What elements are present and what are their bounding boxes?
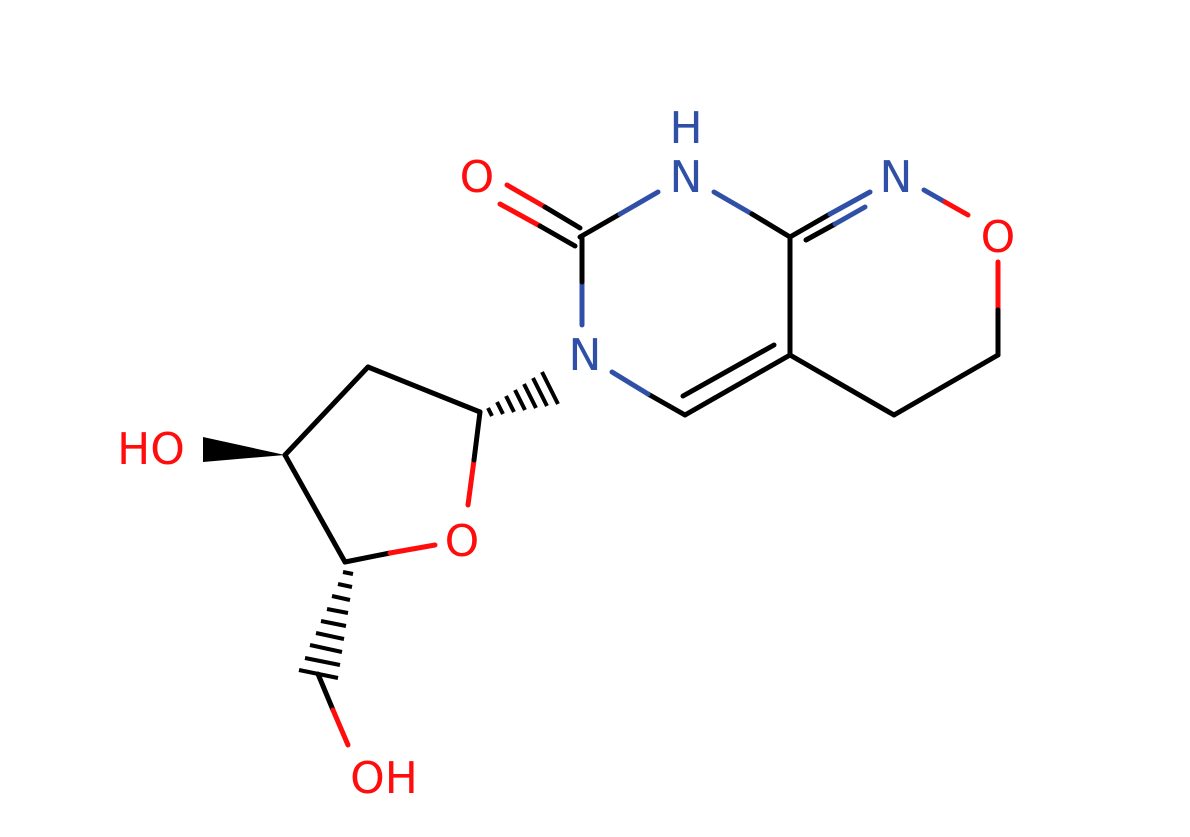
bond-carbonyl-inner: [497, 201, 543, 229]
bond-ch2-c4a: [787, 352, 897, 418]
bond-c3p-oh-wedge: [203, 437, 285, 462]
bond-c5-n3-n: [609, 369, 651, 397]
bond-c4a-c5-outer: [682, 352, 793, 418]
bond-c8a-nimine-inner-n: [832, 204, 868, 227]
bond-c2-n1-c: [577, 211, 623, 240]
bond-carbonyl-outer: [504, 182, 548, 210]
bond-c4p-o4p-o: [387, 542, 438, 556]
atom-n-amide: N: [670, 152, 703, 203]
bond-c4a-c5-inner: [680, 342, 777, 399]
bond-c5p-o5p-c: [315, 671, 336, 713]
atom-n-ring: N: [569, 330, 602, 381]
bond-n1-c8a-c: [749, 211, 793, 240]
bond-layer: [203, 182, 1001, 748]
atom-label-layer: O H N N O N HO O OH: [117, 103, 1015, 804]
bond-carbonyl-outer-c: [542, 204, 583, 231]
bond-ch2-ch2: [891, 352, 1001, 418]
atom-o-hydroxyl-3: HO: [117, 424, 185, 475]
bond-c2-n1-n: [617, 189, 661, 217]
atom-h-amide: H: [669, 103, 702, 154]
bond-c4p-c5p-hash: [298, 570, 354, 680]
atom-o-hydroxyl-5: OH: [350, 753, 418, 804]
bond-n1-c8a-n: [711, 189, 755, 217]
bond-c4p-o4p-c: [342, 550, 393, 565]
bond-n3-c1prime-hash: [486, 371, 560, 417]
bond-c2p-c3p: [282, 364, 371, 458]
bond-c1p-c2p: [365, 364, 483, 415]
bond-c5p-o5p-o: [330, 707, 351, 748]
atom-o-sugar-ring: O: [445, 516, 480, 567]
bond-c3p-c4p: [282, 452, 348, 565]
atom-o-oxazine-ring: O: [981, 212, 1016, 263]
bond-o4p-c1p-o: [465, 457, 477, 508]
bond-c5-n3-c: [645, 391, 688, 418]
bond-nimine-o-n: [921, 187, 948, 205]
bond-c8a-nimine-c: [787, 211, 833, 240]
atom-o-carbonyl: O: [460, 152, 495, 203]
bond-o4p-c1p-c: [471, 409, 483, 463]
bond-nimine-o-o: [942, 199, 971, 218]
bond-carbonyl-inner-c: [537, 223, 578, 249]
bond-c8a-nimine-n: [827, 189, 873, 217]
atom-n-imine: N: [880, 152, 913, 203]
bond-c8a-nimine-inner-c: [803, 221, 838, 243]
